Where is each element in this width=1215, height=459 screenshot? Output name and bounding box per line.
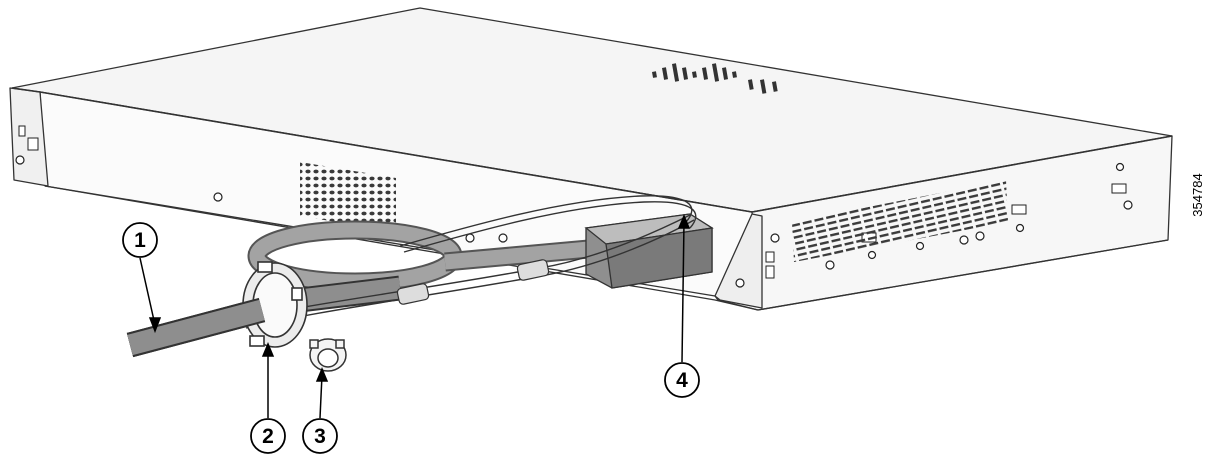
- callout-leaders: [139, 214, 691, 419]
- callout-2: 2: [250, 418, 286, 454]
- side-vent-grille: [300, 162, 396, 232]
- logo-mark: [652, 63, 778, 94]
- retainer-tie-clip: [309, 338, 347, 372]
- power-cord-plug: [584, 213, 714, 289]
- chassis-screws: [15, 155, 1133, 288]
- callout-label-4: 4: [676, 369, 688, 392]
- callout-label-1: 1: [134, 229, 146, 252]
- mounting-bracket-right: [714, 213, 763, 309]
- callout-3: 3: [302, 418, 338, 454]
- callout-1: 1: [122, 222, 158, 258]
- strap-buckles: [396, 259, 550, 305]
- callout-label-3: 3: [314, 425, 326, 448]
- retainer-strap: [239, 195, 697, 329]
- figure-id: 354784: [1190, 173, 1205, 216]
- callout-4: 4: [664, 362, 700, 398]
- rear-vent-grille: [792, 180, 1008, 262]
- callout-label-2: 2: [262, 425, 274, 448]
